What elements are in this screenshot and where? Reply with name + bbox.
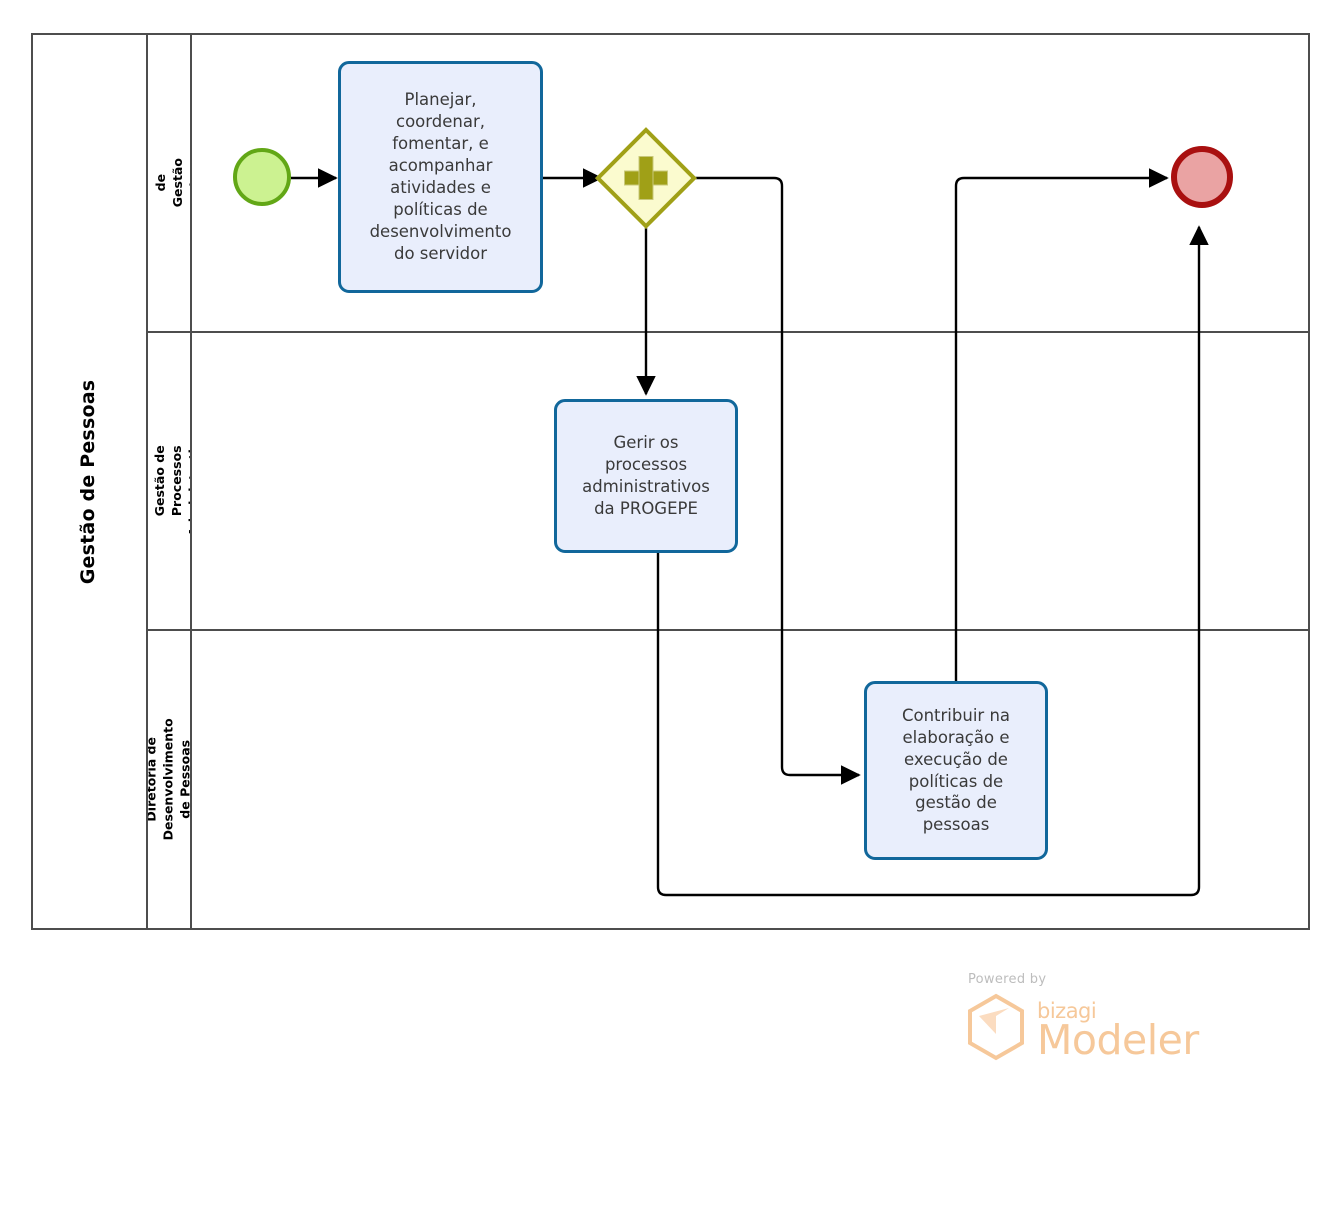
lane-header-diretoria-desenvolvimento: Diretoria de Desenvolvimento de Pessoas: [148, 630, 192, 928]
pool-title: Gestão de Pessoas: [77, 379, 100, 584]
powered-by-label: Powered by: [968, 972, 1047, 987]
bizagi-wordmark: bizagi: [1037, 999, 1097, 1023]
plus-icon-vertical: [638, 156, 654, 200]
parallel-gateway[interactable]: [595, 127, 697, 229]
pool-header: Gestão de Pessoas: [31, 33, 148, 930]
end-event[interactable]: [1171, 146, 1233, 208]
lane-label-pro-reitoria: Pró-Reitoria de Gestão de Pessoas: [148, 154, 192, 211]
start-event[interactable]: [233, 148, 291, 206]
lane-divider-1: [148, 331, 1309, 333]
lane-header-diretoria-processos: Diretoria de Gestão de Processos Adminis…: [148, 332, 192, 630]
lane-header-pro-reitoria: Pró-Reitoria de Gestão de Pessoas: [148, 33, 192, 332]
modeler-wordmark: Modeler: [1037, 1016, 1199, 1064]
task-planejar-coordenar-fomentar[interactable]: Planejar, coordenar, fomentar, e acompan…: [338, 61, 543, 293]
task-gerir-processos-administrativos[interactable]: Gerir os processos administrativos da PR…: [554, 399, 738, 553]
bizagi-watermark: Powered by bizagi Modeler: [965, 972, 1255, 1082]
bizagi-hexagon-logo-icon: [968, 993, 1024, 1061]
lane-label-diretoria-desenvolvimento: Diretoria de Desenvolvimento de Pessoas: [148, 717, 192, 841]
lane-divider-2: [148, 629, 1309, 631]
task-contribuir-elaboracao-execucao[interactable]: Contribuir na elaboração e execução de p…: [864, 681, 1048, 860]
lane-label-diretoria-processos: Diretoria de Gestão de Processos Adminis…: [148, 425, 192, 537]
